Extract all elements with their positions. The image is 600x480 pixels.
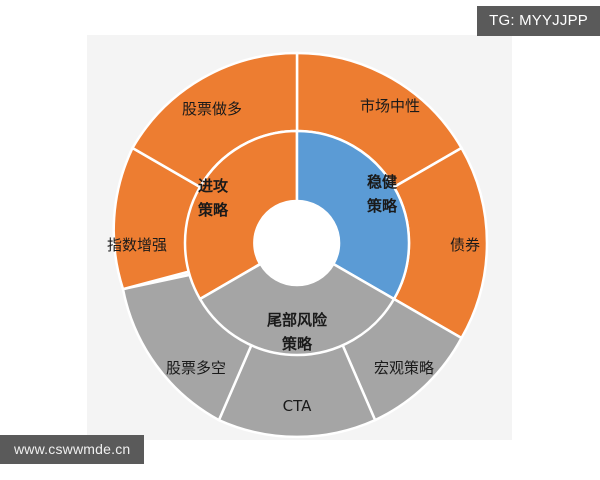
outer-label-long-equity: 股票做多 xyxy=(182,100,242,118)
sunburst-donut-chart: 股票做多 市场中性 指数增强 债券 股票多空 宏观策略 CTA 进攻 策略 稳健… xyxy=(87,35,512,440)
website-watermark-badge: www.cswwmde.cn xyxy=(0,435,145,464)
outer-label-macro-strategy: 宏观策略 xyxy=(374,359,434,377)
telegram-watermark-badge: TG: MYYJJPP xyxy=(477,6,600,36)
inner-label-tail-risk-strategy-line1: 尾部风险 xyxy=(267,311,328,329)
outer-ring-labels: 股票做多 市场中性 指数增强 债券 股票多空 宏观策略 CTA xyxy=(107,97,480,415)
inner-segment-aggressive-strategy[interactable] xyxy=(183,129,299,301)
inner-label-tail-risk-strategy-line2: 策略 xyxy=(281,335,313,353)
donut-center-hole xyxy=(255,201,339,285)
inner-ring-labels: 进攻 策略 稳健 策略 尾部风险 策略 xyxy=(197,173,398,353)
inner-label-steady-strategy-line2: 策略 xyxy=(366,197,398,215)
inner-label-aggressive-strategy-line2: 策略 xyxy=(197,201,229,219)
outer-label-cta: CTA xyxy=(283,397,312,415)
inner-ring-group xyxy=(183,129,411,357)
outer-label-bonds: 债券 xyxy=(450,236,480,254)
outer-label-long-short-equity: 股票多空 xyxy=(166,359,226,377)
inner-label-aggressive-strategy-line1: 进攻 xyxy=(198,177,229,195)
outer-label-index-enhancement: 指数增强 xyxy=(107,236,167,254)
inner-label-steady-strategy-line1: 稳健 xyxy=(367,173,397,191)
donut-chart-svg: 股票做多 市场中性 指数增强 债券 股票多空 宏观策略 CTA 进攻 策略 稳健… xyxy=(107,51,489,439)
outer-label-market-neutral: 市场中性 xyxy=(360,97,420,115)
